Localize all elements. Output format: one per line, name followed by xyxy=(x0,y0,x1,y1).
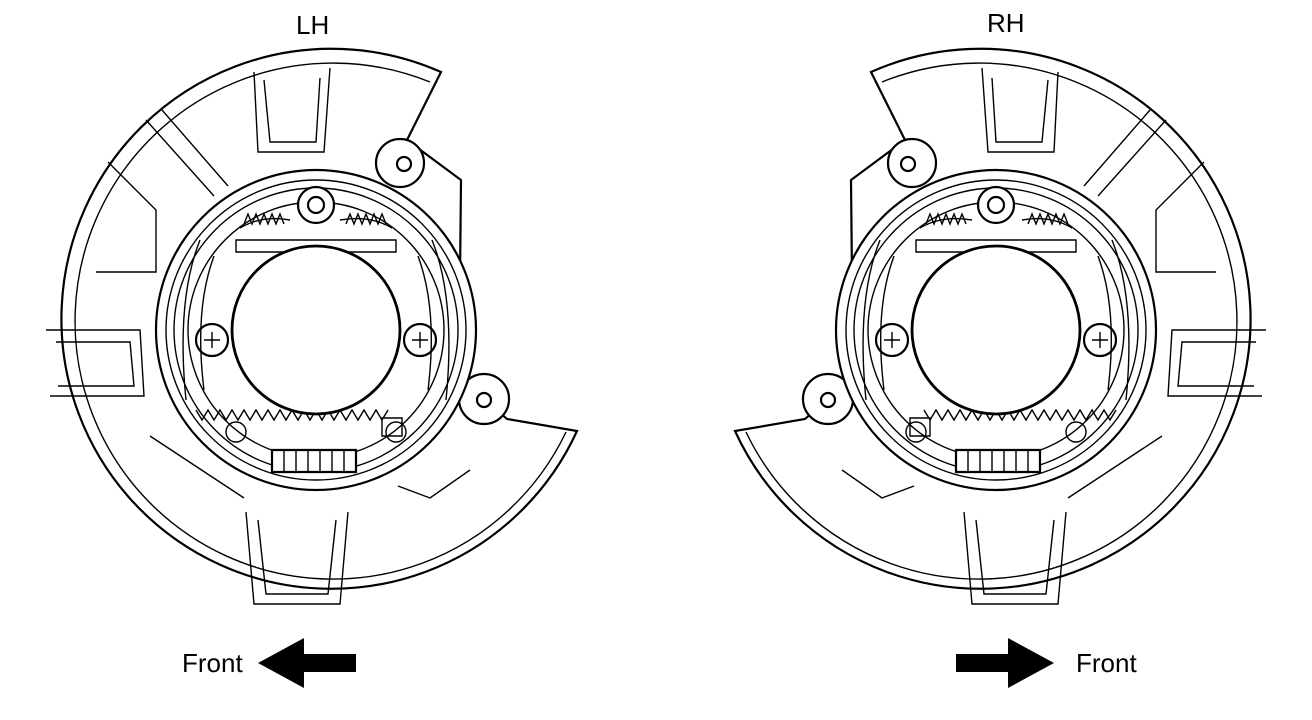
lh-front-label: Front xyxy=(182,648,243,678)
rh-backing-plate xyxy=(733,47,1268,606)
lh-title: LH xyxy=(296,10,330,40)
arrow-left-icon xyxy=(258,638,356,688)
rh-front-label: Front xyxy=(1076,648,1137,678)
rh-title: RH xyxy=(987,8,1025,38)
lh-backing-plate xyxy=(44,47,579,606)
arrow-right-icon xyxy=(956,638,1054,688)
